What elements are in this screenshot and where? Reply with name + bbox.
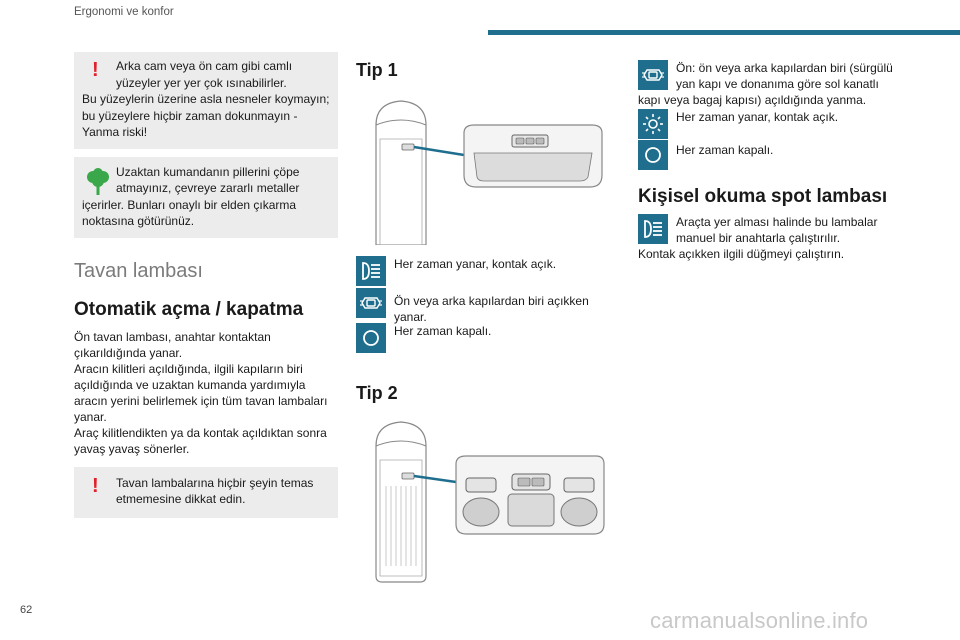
van-top-view-tip1-figure: [375, 100, 603, 246]
auto-paragraph-3: Araç kilitlendikten ya da kontak açıldık…: [74, 425, 327, 456]
sun-icon: [638, 109, 668, 139]
auto-paragraph-2: Aracın kilitleri açıldığında, ilgili kap…: [74, 361, 328, 424]
light-beam-icon: [356, 256, 386, 286]
col3-item-off: Her zaman kapalı.: [638, 140, 902, 170]
van-top-view-tip2-figure: [375, 421, 605, 583]
section-title-spot-lamp: Kişisel okuma spot lambası: [638, 186, 888, 207]
tip1-item-door: Ön veya arka kapılardan biri açıkken yan…: [356, 288, 620, 325]
door-lamp-icon: [356, 288, 386, 318]
eco-note-box: Uzaktan kumandanın pillerini çöpe atmayı…: [74, 156, 338, 238]
spot-text-2: Kontak açıkken ilgili düğmeyi çalıştırın…: [638, 247, 845, 261]
tip1-item-on-text: Her zaman yanar, kontak açık.: [394, 257, 557, 271]
eco-text-2: içerirler. Bunları onaylı bir elden çıka…: [82, 197, 297, 229]
tip1-item-off-text: Her zaman kapalı.: [394, 324, 492, 338]
exclamation-icon: !: [92, 474, 99, 497]
warning-roof-text: Tavan lambalarına hiçbir şeyin temas etm…: [116, 475, 314, 507]
tip1-item-on: Her zaman yanar, kontak açık.: [356, 256, 620, 286]
warning-text-2: Bu yüzeylerin üzerine asla nesneler koym…: [82, 92, 330, 139]
tip1-item-off: Her zaman kapalı.: [356, 323, 620, 353]
tip2-title: Tip 2: [356, 383, 398, 403]
column-3: Ön: ön veya arka kapılardan biri (sürgül…: [638, 60, 902, 262]
tree-icon: [87, 167, 109, 195]
col3-door-text-2: kapı veya bagaj kapısı) açıldığında yanm…: [638, 93, 867, 107]
auto-paragraph-1: Ön tavan lambası, anahtar kontaktan çıka…: [74, 329, 271, 360]
header-title: Ergonomi ve konfor: [74, 6, 174, 18]
warning-text-1: Arka cam veya ön cam gibi camlı yüzeyler…: [116, 59, 293, 90]
door-lamp-icon: [638, 60, 668, 90]
col3-door-text-1: Ön: ön veya arka kapılardan biri (sürgül…: [676, 61, 893, 91]
warning-box-hot-glass: ! Arka cam veya ön cam gibi camlı yüzeyl…: [74, 52, 338, 149]
tip1-item-door-text: Ön veya arka kapılardan biri açıkken yan…: [394, 294, 589, 324]
eco-text-1: Uzaktan kumandanın pillerini çöpe atmayı…: [116, 164, 300, 196]
exclamation-icon: !: [92, 59, 99, 81]
col3-on-text: Her zaman yanar, kontak açık.: [676, 110, 839, 124]
spot-text-1: Araçta yer alması halinde bu lambalar ma…: [676, 215, 878, 245]
col3-item-on: Her zaman yanar, kontak açık.: [638, 109, 902, 139]
page-number: 62: [20, 604, 33, 616]
circle-off-icon: [638, 140, 668, 170]
circle-off-icon: [356, 323, 386, 353]
header-accent-bar: [488, 30, 960, 35]
tip1-title: Tip 1: [356, 60, 398, 80]
watermark: carmanualsonline.info: [650, 608, 869, 633]
subsection-title-auto: Otomatik açma / kapatma: [74, 298, 304, 320]
column-2: Tip 1 Her zaman yanar, kontak açık. Ön v…: [356, 52, 620, 589]
warning-box-roof-lamp: ! Tavan lambalarına hiçbir şeyin temas e…: [74, 466, 338, 518]
light-beam-icon: [638, 214, 668, 244]
section-title-roof-lamp: Tavan lambası: [74, 259, 203, 282]
col3-item-door: Ön: ön veya arka kapılardan biri (sürgül…: [638, 60, 902, 92]
tip1-list: Her zaman yanar, kontak açık. Ön veya ar…: [356, 256, 620, 353]
column-1: ! Arka cam veya ön cam gibi camlı yüzeyl…: [74, 52, 338, 526]
col3-off-text: Her zaman kapalı.: [676, 143, 774, 157]
spot-item: Araçta yer alması halinde bu lambalar ma…: [638, 214, 902, 246]
